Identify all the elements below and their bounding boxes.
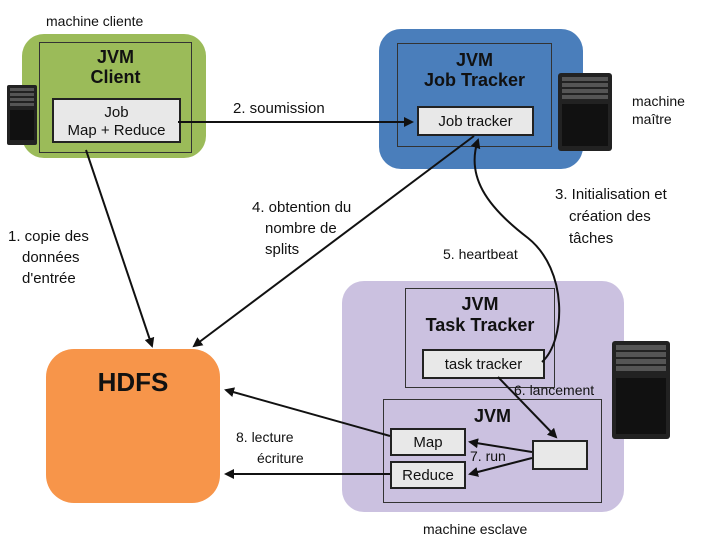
job-box: Job Map + Reduce [52,98,181,143]
step-5-label: 5. heartbeat [443,246,518,262]
map-box: Map [390,428,466,456]
master-machine-label-2: maître [632,111,672,127]
step-1-label-2: données [22,249,80,266]
step-3-label-3: tâches [569,230,614,247]
jobtracker-jvm-title-2: Job Tracker [423,70,526,90]
tasktracker-jvm-title-1: JVM [461,294,499,314]
child-jvm-box: JVM [383,399,602,503]
step-1-label-1: 1. copie des [8,228,89,245]
step-3-label-1: 3. Initialisation et [555,186,667,203]
tasktracker-jvm-box: JVM Task Tracker task tracker [405,288,555,388]
arrow-init-tasks [470,138,561,363]
hdfs-block: HDFS [46,349,220,503]
reduce-label: Reduce [402,467,454,484]
client-jvm-title-1: JVM [96,47,134,67]
server-tower-icon [612,341,670,439]
arrow-copy-input [85,149,155,348]
tasktracker-label: task tracker [444,356,523,373]
jobtracker-jvm-box: JVM Job Tracker Job tracker [397,43,552,147]
hdfs-label: HDFS [97,367,169,397]
jobtracker-box: Job tracker [417,106,534,136]
step-1-label-3: d'entrée [22,270,76,287]
master-machine-label-1: machine [632,93,685,109]
tasktracker-jvm-title-2: Task Tracker [425,315,535,335]
job-label: Job [104,104,129,121]
step-4-label-1: 4. obtention du [252,199,352,216]
step-7-label: 7. run [470,448,506,464]
server-tower-icon [558,73,612,151]
client-jvm-box: JVM Client Job Map + Reduce [39,42,192,153]
arrow-run-reduce [468,457,533,477]
jobtracker-jvm-title-1: JVM [455,50,493,70]
step-8-label-2: écriture [257,450,304,466]
arrow-get-splits [192,135,475,348]
child-process-box [532,440,588,470]
arrow-launch [497,376,558,439]
step-2-label: 2. soumission [233,100,325,117]
step-6-label: 6. lancement [514,382,595,398]
server-tower-icon [7,85,37,145]
step-4-label-2: nombre de [265,220,337,237]
client-machine-label: machine cliente [46,13,144,29]
step-3-label-2: création des [569,208,651,225]
tasktracker-box: task tracker [422,349,545,379]
step-8-label-1: 8. lecture [236,429,294,445]
job-sub-label: Map + Reduce [67,122,166,139]
client-jvm-title-2: Client [90,67,141,87]
arrow-read [224,387,391,437]
jobtracker-label: Job tracker [438,113,513,130]
map-label: Map [413,434,443,451]
step-4-label-3: splits [265,241,300,258]
arrow-run-map [468,438,533,453]
child-jvm-title: JVM [473,406,511,426]
reduce-box: Reduce [390,461,466,489]
slave-machine-label: machine esclave [423,521,528,537]
master-machine-zone [379,29,583,169]
